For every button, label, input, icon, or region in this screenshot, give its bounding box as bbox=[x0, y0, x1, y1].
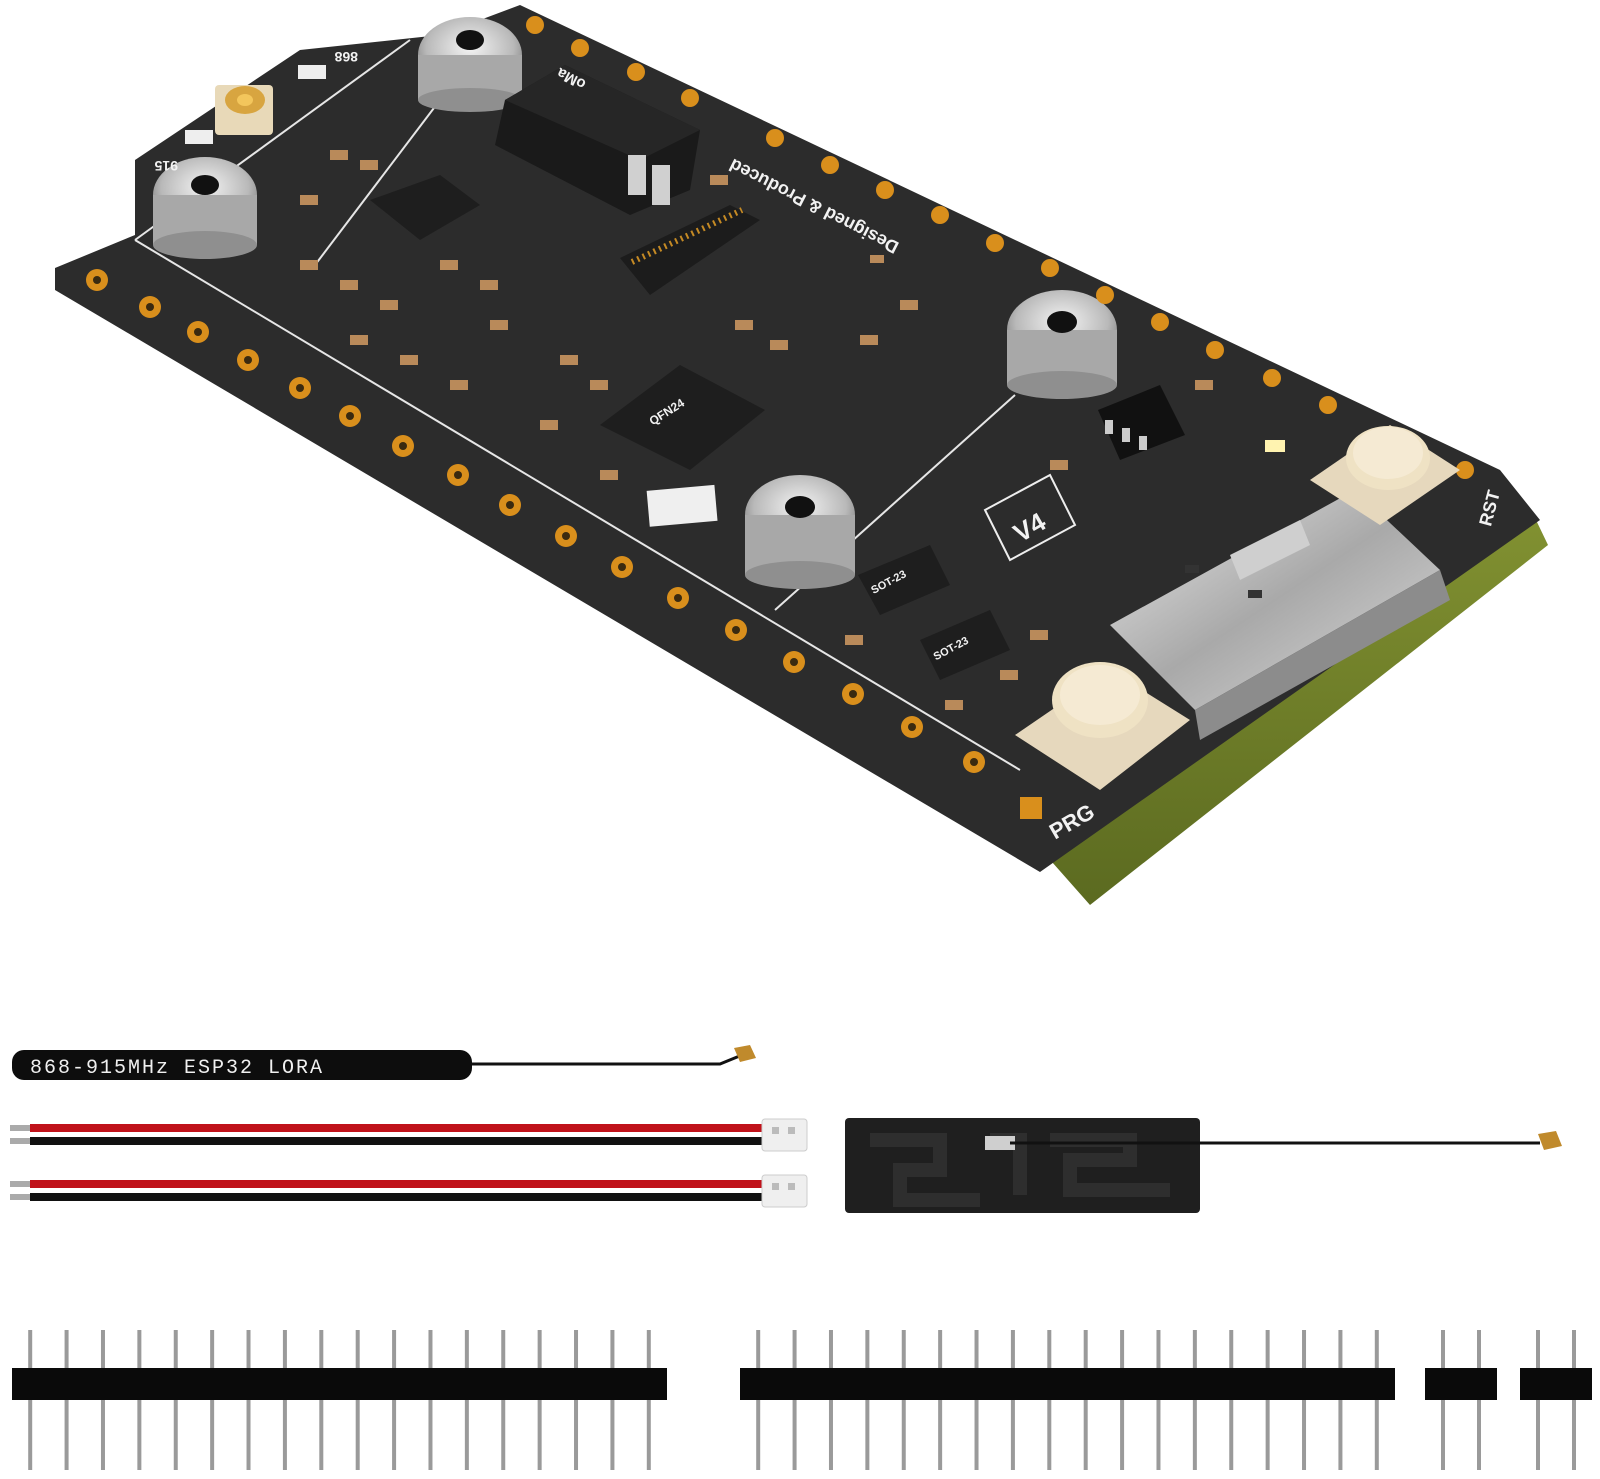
pin-header-2 bbox=[1425, 1330, 1497, 1470]
jst-connector bbox=[761, 1118, 808, 1152]
ufl-antenna-connector bbox=[215, 85, 273, 135]
pin-header-18 bbox=[12, 1330, 667, 1470]
pin-headers bbox=[12, 1330, 1592, 1470]
regulator-1: SOT-23 bbox=[858, 545, 950, 615]
silk-line bbox=[314, 99, 441, 266]
freq-label-868: 868 bbox=[334, 49, 358, 65]
spring-antenna: 868-915MHz ESP32 LORA bbox=[12, 1045, 756, 1080]
header-plastic bbox=[12, 1368, 667, 1400]
header-plastic bbox=[1425, 1368, 1497, 1400]
pin-pad-holes bbox=[93, 276, 978, 766]
silk-line bbox=[134, 239, 1021, 771]
usb-c-port bbox=[1110, 490, 1450, 740]
pin-pads-top-row bbox=[526, 16, 1474, 479]
rst-button bbox=[1310, 425, 1460, 525]
pin-pads-bottom-row bbox=[86, 269, 985, 773]
mcu-chip bbox=[370, 175, 480, 240]
smd-passives bbox=[300, 150, 1213, 710]
pin-header-18 bbox=[740, 1330, 1395, 1470]
qfn-chip: QFN24 bbox=[600, 365, 765, 470]
ufl-plug-icon bbox=[1538, 1131, 1562, 1150]
fpc-antenna bbox=[845, 1118, 1562, 1213]
header-plastic bbox=[1520, 1368, 1592, 1400]
freq-checkbox-868 bbox=[298, 65, 326, 79]
mounting-hole bbox=[153, 157, 257, 259]
freq-label-915: 915 bbox=[154, 158, 178, 174]
prg-button bbox=[1015, 662, 1190, 790]
header-plastic bbox=[740, 1368, 1395, 1400]
jst-battery-cable-2 bbox=[10, 1174, 808, 1208]
ufl-plug-icon bbox=[734, 1045, 756, 1062]
jst-connector bbox=[761, 1174, 808, 1208]
jst-battery-cable-1 bbox=[10, 1118, 808, 1152]
status-led bbox=[1265, 440, 1285, 452]
lora-radio-chip bbox=[495, 65, 700, 215]
pin-header-2 bbox=[1520, 1330, 1592, 1470]
lora-dev-board: 868 915 bbox=[55, 5, 1548, 905]
mounting-hole bbox=[1007, 290, 1117, 399]
crystal bbox=[646, 484, 718, 527]
fpc-connector bbox=[620, 205, 760, 295]
spring-antenna-marking: 868-915MHz ESP32 LORA bbox=[30, 1057, 324, 1080]
regulator-2: SOT-23 bbox=[920, 610, 1010, 680]
prg-pad bbox=[1020, 797, 1042, 819]
mounting-hole bbox=[418, 17, 522, 112]
ldo-chip bbox=[1098, 385, 1185, 460]
mounting-hole bbox=[745, 475, 855, 589]
freq-checkbox-915 bbox=[185, 130, 213, 144]
